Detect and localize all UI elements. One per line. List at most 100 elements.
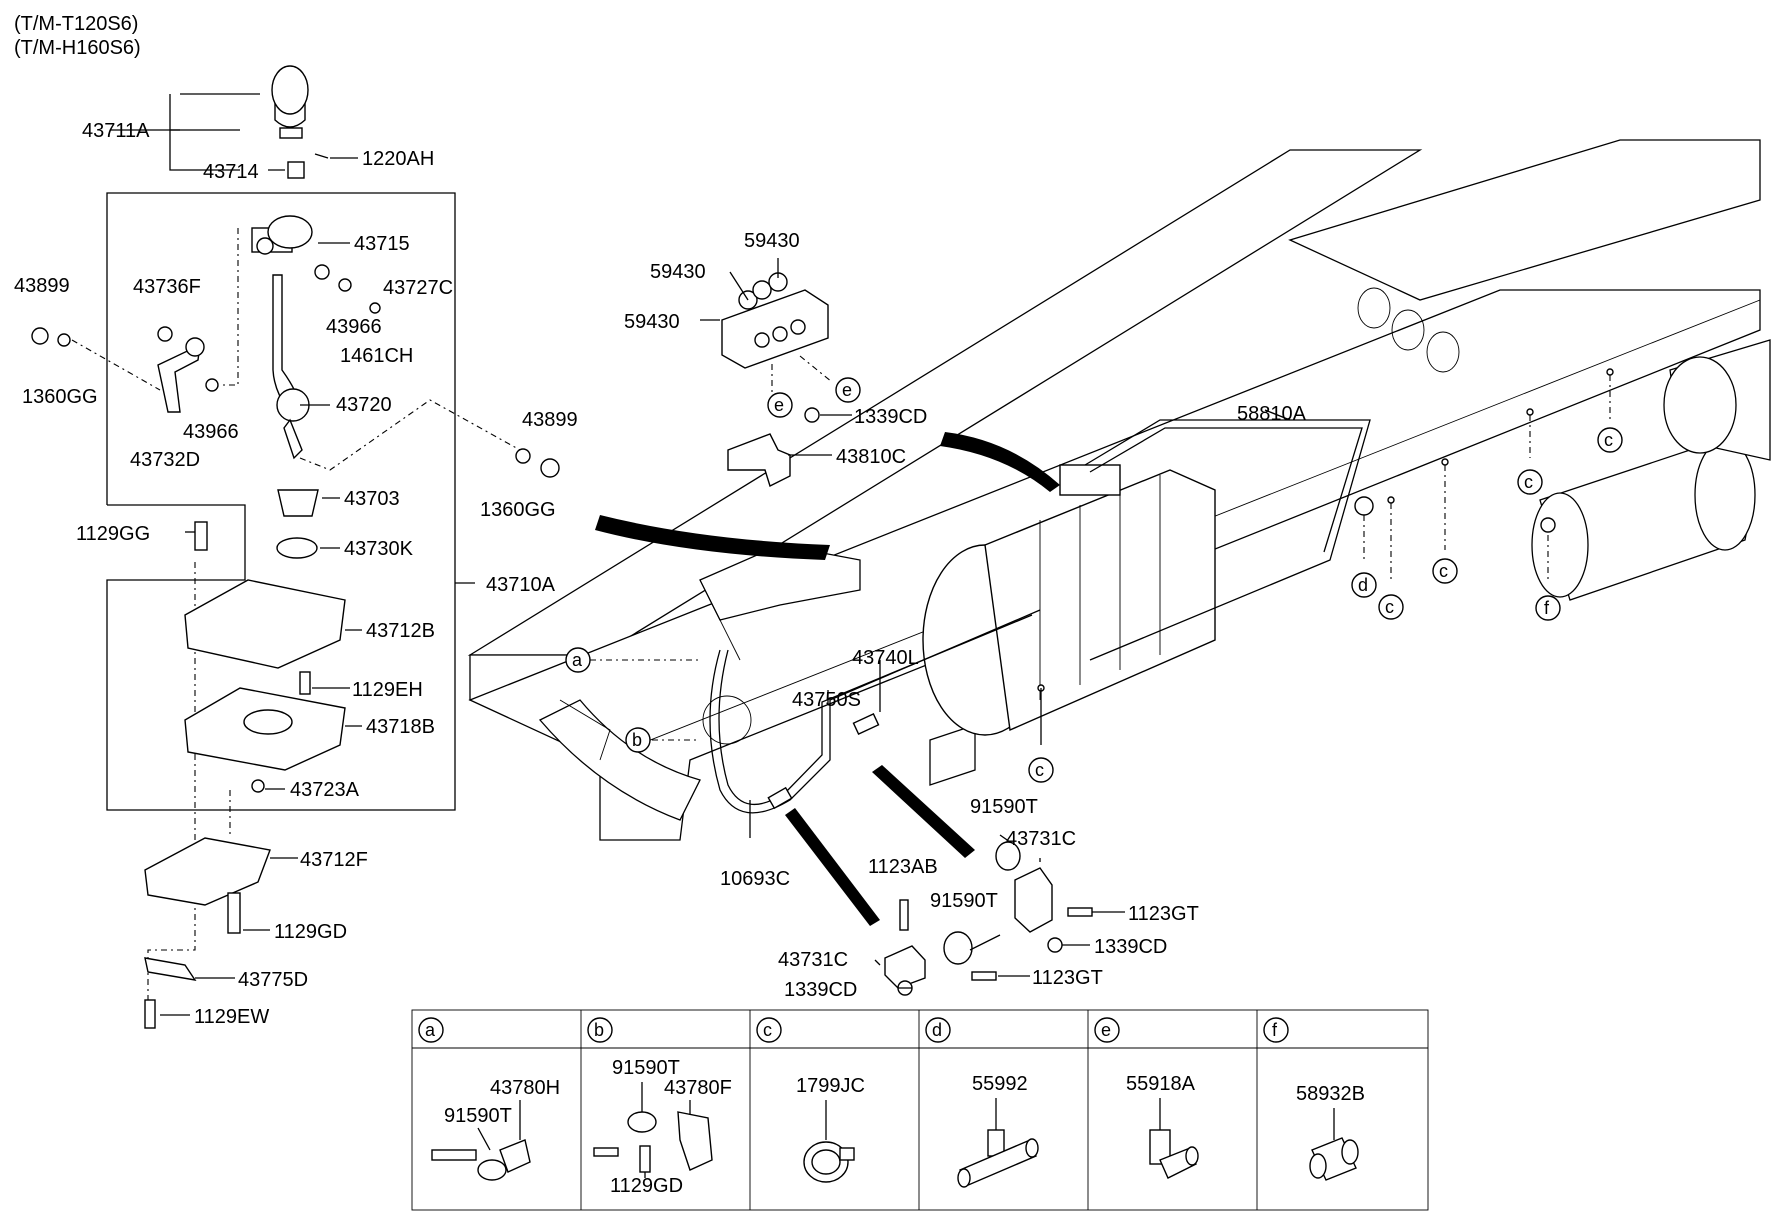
bolt-1129EH (299, 671, 311, 695)
bolt-1129GG (194, 521, 208, 551)
washer-1360GG (57, 333, 71, 347)
callout-c-letter: c (1385, 597, 1394, 617)
plug-43723A (251, 779, 265, 793)
label-43730K: 43730K (344, 538, 414, 560)
bolt-1129GD (227, 892, 241, 934)
nut-1339CD-upper (1047, 937, 1063, 953)
callout-d[interactable]: d (1351, 572, 1377, 598)
label-1129GD: 1129GD (274, 921, 347, 943)
label-43718B: 43718B (366, 716, 435, 738)
clip-icon (431, 1139, 531, 1181)
leader-band (872, 765, 975, 858)
table-b-part-2: 43780F (664, 1077, 732, 1099)
callout-c-letter: c (1035, 760, 1044, 780)
callout-c-1[interactable]: c (1378, 594, 1404, 620)
table-key-d: d (932, 1020, 942, 1040)
bush-43736F (157, 326, 173, 342)
bracket-43731C-lower (884, 945, 926, 989)
label-91590T-lower: 91590T (930, 890, 998, 912)
label-43720: 43720 (336, 394, 392, 416)
label-59430-low: 59430 (624, 311, 680, 333)
callout-f[interactable]: f (1535, 595, 1561, 621)
nut-43899 (31, 327, 49, 345)
label-43731C-lower: 43731C (778, 949, 848, 971)
callout-c-letter: c (1439, 561, 1448, 581)
label-1123GT-upper: 1123GT (1128, 903, 1199, 925)
label-1123GT-lower: 1123GT (1032, 967, 1103, 989)
fuel-tank (1531, 439, 1756, 601)
label-91590T-upper: 91590T (970, 796, 1038, 818)
table-head-e: e (1094, 1017, 1120, 1043)
mount-detail (559, 699, 611, 761)
nut-1339CD (804, 407, 820, 423)
bushing-43966 (314, 264, 330, 280)
model-label-1: (T/M-T120S6) (14, 13, 138, 35)
label-10693C: 10693C (720, 868, 790, 890)
label-43732D: 43732D (130, 449, 200, 471)
callout-e-letter: e (774, 395, 784, 415)
label-1129EW: 1129EW (194, 1006, 269, 1028)
leader-lines (110, 129, 1291, 1016)
model-label-2: (T/M-H160S6) (14, 37, 141, 59)
callout-a[interactable]: a (565, 647, 591, 673)
callout-b-letter: b (632, 730, 642, 750)
cable-end (767, 786, 793, 810)
callout-f-letter: f (1544, 598, 1550, 618)
label-43750S: 43750S (792, 689, 861, 711)
bolt-1123AB (899, 899, 909, 931)
plate-43712B (184, 579, 346, 669)
table-head-f: f (1263, 1017, 1289, 1043)
callouts: a b e e c d c c (565, 377, 1623, 783)
callout-e-left[interactable]: e (767, 392, 793, 418)
leader-band (785, 808, 880, 926)
table-head-d: d (925, 1017, 951, 1043)
bush-91590T-upper (995, 841, 1021, 871)
callout-c-4[interactable]: c (1597, 427, 1623, 453)
fitting-c4 (1606, 368, 1614, 376)
leader-band (940, 432, 1060, 492)
label-43966-mid: 43966 (183, 421, 239, 443)
tee-fitting-icon (957, 1129, 1039, 1188)
assembly-box (106, 192, 456, 811)
clutch-line-inner (1089, 427, 1363, 553)
bolt-1129EW (144, 999, 156, 1029)
shift-knob (271, 65, 309, 139)
bracket-43711A (169, 94, 240, 171)
clutch-line (1084, 419, 1371, 661)
table-head-c: c (756, 1017, 782, 1043)
callout-c-2[interactable]: c (1432, 558, 1458, 584)
shift-cover (1059, 464, 1121, 496)
label-1339CD-top: 1339CD (854, 406, 927, 428)
bracket-43775D (144, 957, 197, 981)
table-border (411, 1009, 1429, 1211)
callout-c-transmission[interactable]: c (1028, 757, 1054, 783)
table-key-c: c (763, 1020, 772, 1040)
valve-block (721, 272, 829, 369)
label-1360GG-left: 1360GG (22, 386, 98, 408)
guide (220, 228, 239, 386)
table-e-part: 55918A (1126, 1073, 1196, 1095)
label-43711A: 43711A (82, 120, 150, 142)
label-43899-left: 43899 (14, 275, 70, 297)
table-leader (477, 1127, 491, 1151)
cable-sleeve (852, 712, 880, 736)
detail-table: a b c d e f 43780H 91590T 91590T 43780F … (411, 1009, 1429, 1211)
label-1129GG: 1129GG (76, 523, 150, 545)
tank-fitting (1540, 517, 1556, 533)
frame-hole (1426, 331, 1460, 373)
label-43715: 43715 (354, 233, 410, 255)
bracket-icon (593, 1111, 713, 1173)
table-b-part-1: 91590T (612, 1057, 680, 1079)
table-d-part: 55992 (972, 1073, 1028, 1095)
callout-c-3[interactable]: c (1517, 469, 1543, 495)
washer-1360GG-r (515, 448, 531, 464)
bracket-43810C (727, 433, 791, 487)
cable-guide (699, 579, 741, 661)
rear-cylinder (1663, 339, 1771, 461)
callout-b[interactable]: b (625, 727, 651, 753)
table-a-part-1: 43780H (490, 1077, 560, 1099)
label-1129EH: 1129EH (352, 679, 423, 701)
callout-e-right[interactable]: e (835, 377, 861, 403)
